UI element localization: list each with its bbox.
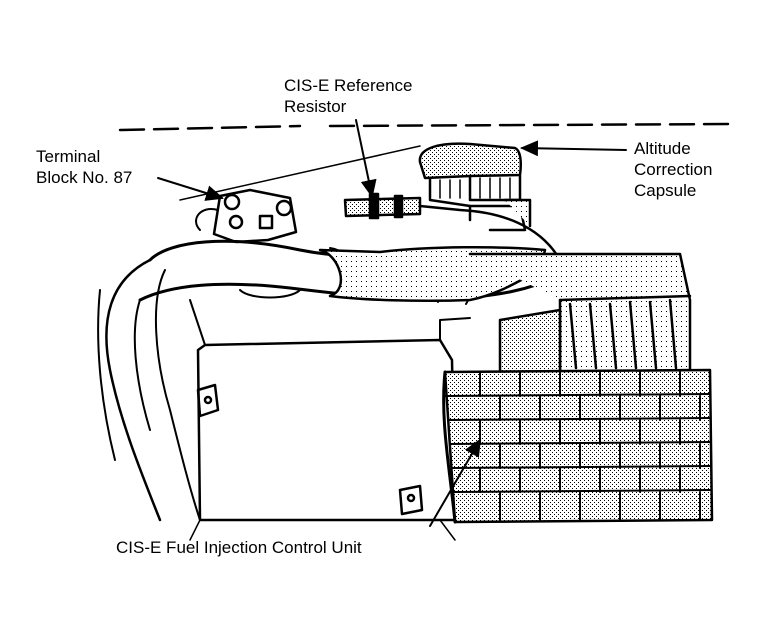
hood-edge-line [118, 122, 738, 132]
control-unit-label: CIS-E Fuel Injection Control Unit [116, 537, 362, 558]
leader-reference-resistor [355, 119, 377, 198]
reference-resistor-label-line-1: CIS-E Reference [284, 76, 413, 95]
fuel-injection-control-unit-box [189, 289, 471, 541]
reference-resistor-label: CIS-E Reference Resistor [284, 75, 413, 117]
terminal-block-label: Terminal Block No. 87 [36, 146, 132, 188]
reference-resistor-label-line-2: Resistor [284, 97, 347, 116]
control-unit-label-line-1: CIS-E Fuel Injection Control Unit [116, 538, 362, 557]
radiator-core [442, 368, 714, 524]
altitude-capsule-label-line-1: Altitude [634, 139, 691, 158]
terminal-block-label-line-1: Terminal [36, 147, 101, 166]
altitude-capsule-label-line-3: Capsule [634, 181, 697, 200]
leader-control-unit [429, 438, 482, 527]
altitude-correction-capsule [418, 142, 532, 232]
reference-resistor [343, 192, 562, 262]
terminal-block [195, 188, 298, 244]
intake-assembly [468, 252, 692, 382]
leader-altitude-capsule [520, 140, 627, 157]
fender-line [179, 145, 421, 201]
altitude-capsule-label: Altitude Correction Capsule [634, 138, 712, 201]
leader-terminal-block [157, 177, 224, 201]
terminal-block-label-line-2: Block No. 87 [36, 168, 133, 187]
altitude-capsule-label-line-2: Correction [634, 160, 713, 179]
